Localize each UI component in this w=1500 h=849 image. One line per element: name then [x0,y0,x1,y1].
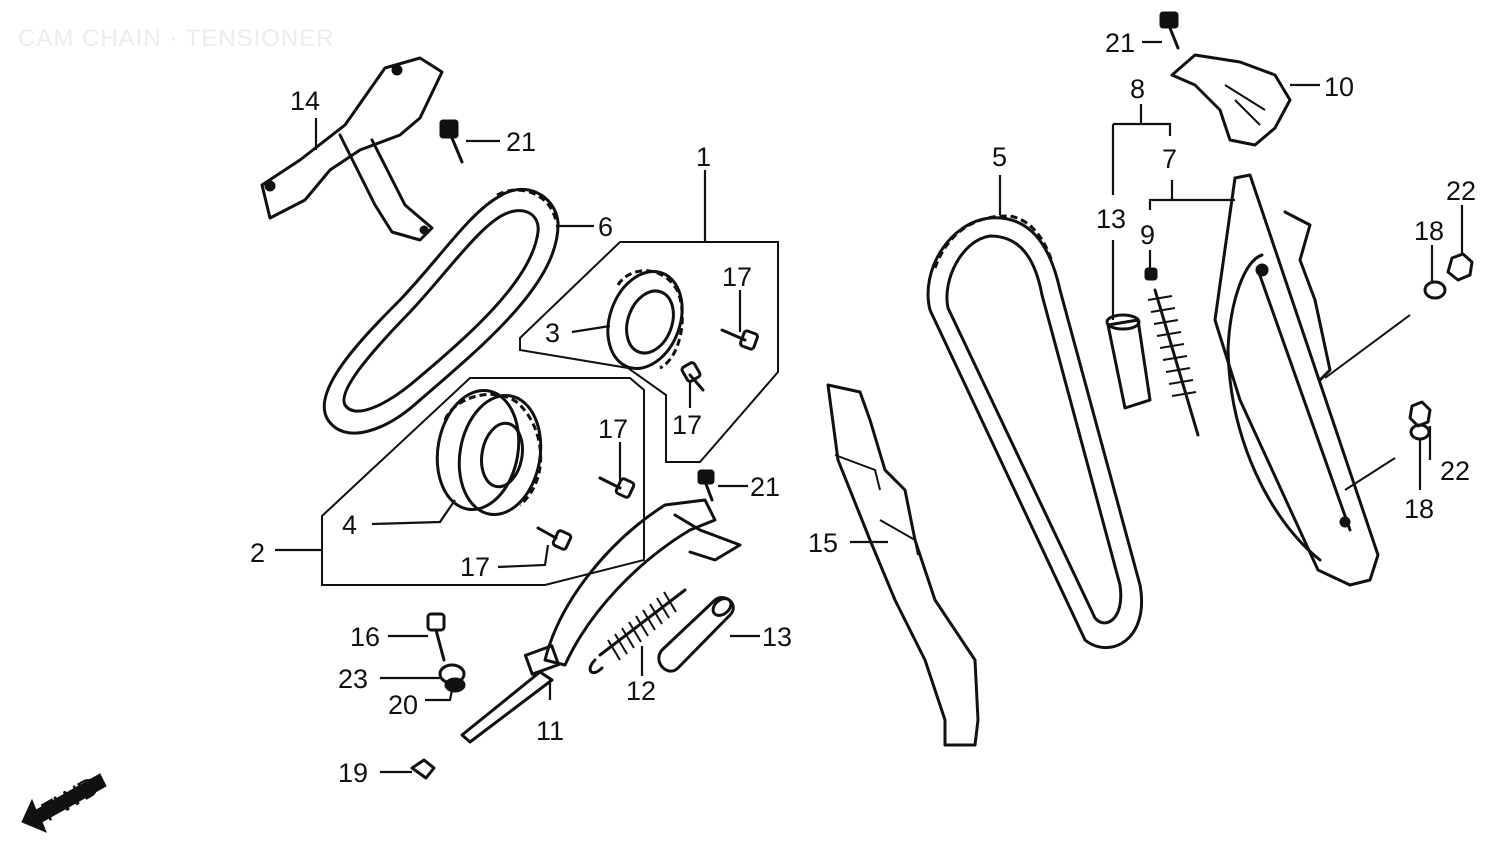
fwd-arrow-icon: FWD [21,770,107,833]
callout-17-d: 17 [460,552,490,582]
callout-labels: 14 21 1 6 3 17 17 17 17 4 2 21 15 16 23 … [250,28,1476,788]
callout-22-lower: 22 [1440,456,1470,486]
callout-4: 4 [342,510,357,540]
callout-13-lower: 13 [762,622,792,652]
callout-11: 11 [536,716,564,746]
callout-3: 3 [545,318,560,348]
part-22-nut-upper [1446,252,1474,282]
fwd-label: FWD [36,770,104,827]
part-14-guide-bracket [260,56,444,242]
diagram-title: CAM CHAIN · TENSIONER [18,25,335,52]
callout-7: 7 [1162,144,1177,174]
callout-21-upper: 21 [506,127,536,157]
part-17-bolt-c [598,476,636,499]
part-17-bolt-b [680,361,705,392]
part-3-sprocket [606,269,684,370]
part-9-spring [1144,267,1200,437]
callout-18-upper: 18 [1414,216,1444,246]
part-17-bolt-d [536,526,573,551]
part-10-stopper-plate [1170,53,1292,147]
callout-1: 1 [696,142,711,172]
part-4-double-sprocket [435,389,543,516]
callout-19: 19 [338,758,368,788]
callout-2: 2 [250,538,265,568]
part-20-nut [444,677,466,693]
callout-15: 15 [808,528,838,558]
callout-18-lower: 18 [1404,494,1434,524]
callout-6: 6 [598,212,613,242]
callout-8: 8 [1130,74,1145,104]
callout-12: 12 [626,676,656,706]
callout-17-a: 17 [722,262,752,292]
callout-17-b: 17 [672,410,702,440]
part-16-bolt [426,612,446,662]
part-21-bolt-top-right [1159,11,1180,50]
callout-21-mid: 21 [750,472,780,502]
callout-10: 10 [1324,72,1354,102]
part-7-tensioner-assembly [1213,173,1411,587]
callout-21-top-right: 21 [1105,28,1135,58]
part-12-spring [588,588,687,674]
leader-lines [275,40,1464,774]
callout-16: 16 [350,622,380,652]
part-18-washer-upper [1423,280,1447,300]
callout-20: 20 [388,690,418,720]
part-22-nut-lower [1408,400,1432,428]
callout-5: 5 [992,142,1007,172]
callout-9: 9 [1140,220,1155,250]
part-21-bolt-mid [697,469,715,502]
callout-14: 14 [290,86,320,116]
part-6-cam-chain [322,187,560,435]
part-17-bolt-a [720,328,759,351]
callout-13-upper: 13 [1096,204,1126,234]
part-18-washer-lower [1409,423,1431,441]
part-1-assembly-outline [519,241,779,463]
callout-23: 23 [338,664,368,694]
part-19-cap [410,758,436,780]
callout-22-upper: 22 [1446,176,1476,206]
part-13-roller-lower [657,596,735,673]
part-11-tensioner-arm [460,498,742,744]
part-2-assembly-outline [321,377,645,586]
part-15-chain-guide [826,383,980,747]
part-5-cam-chain [926,214,1143,650]
part-21-bolt-upper [439,119,464,164]
part-13-roller-upper [1105,313,1152,410]
callout-17-c: 17 [598,414,628,444]
